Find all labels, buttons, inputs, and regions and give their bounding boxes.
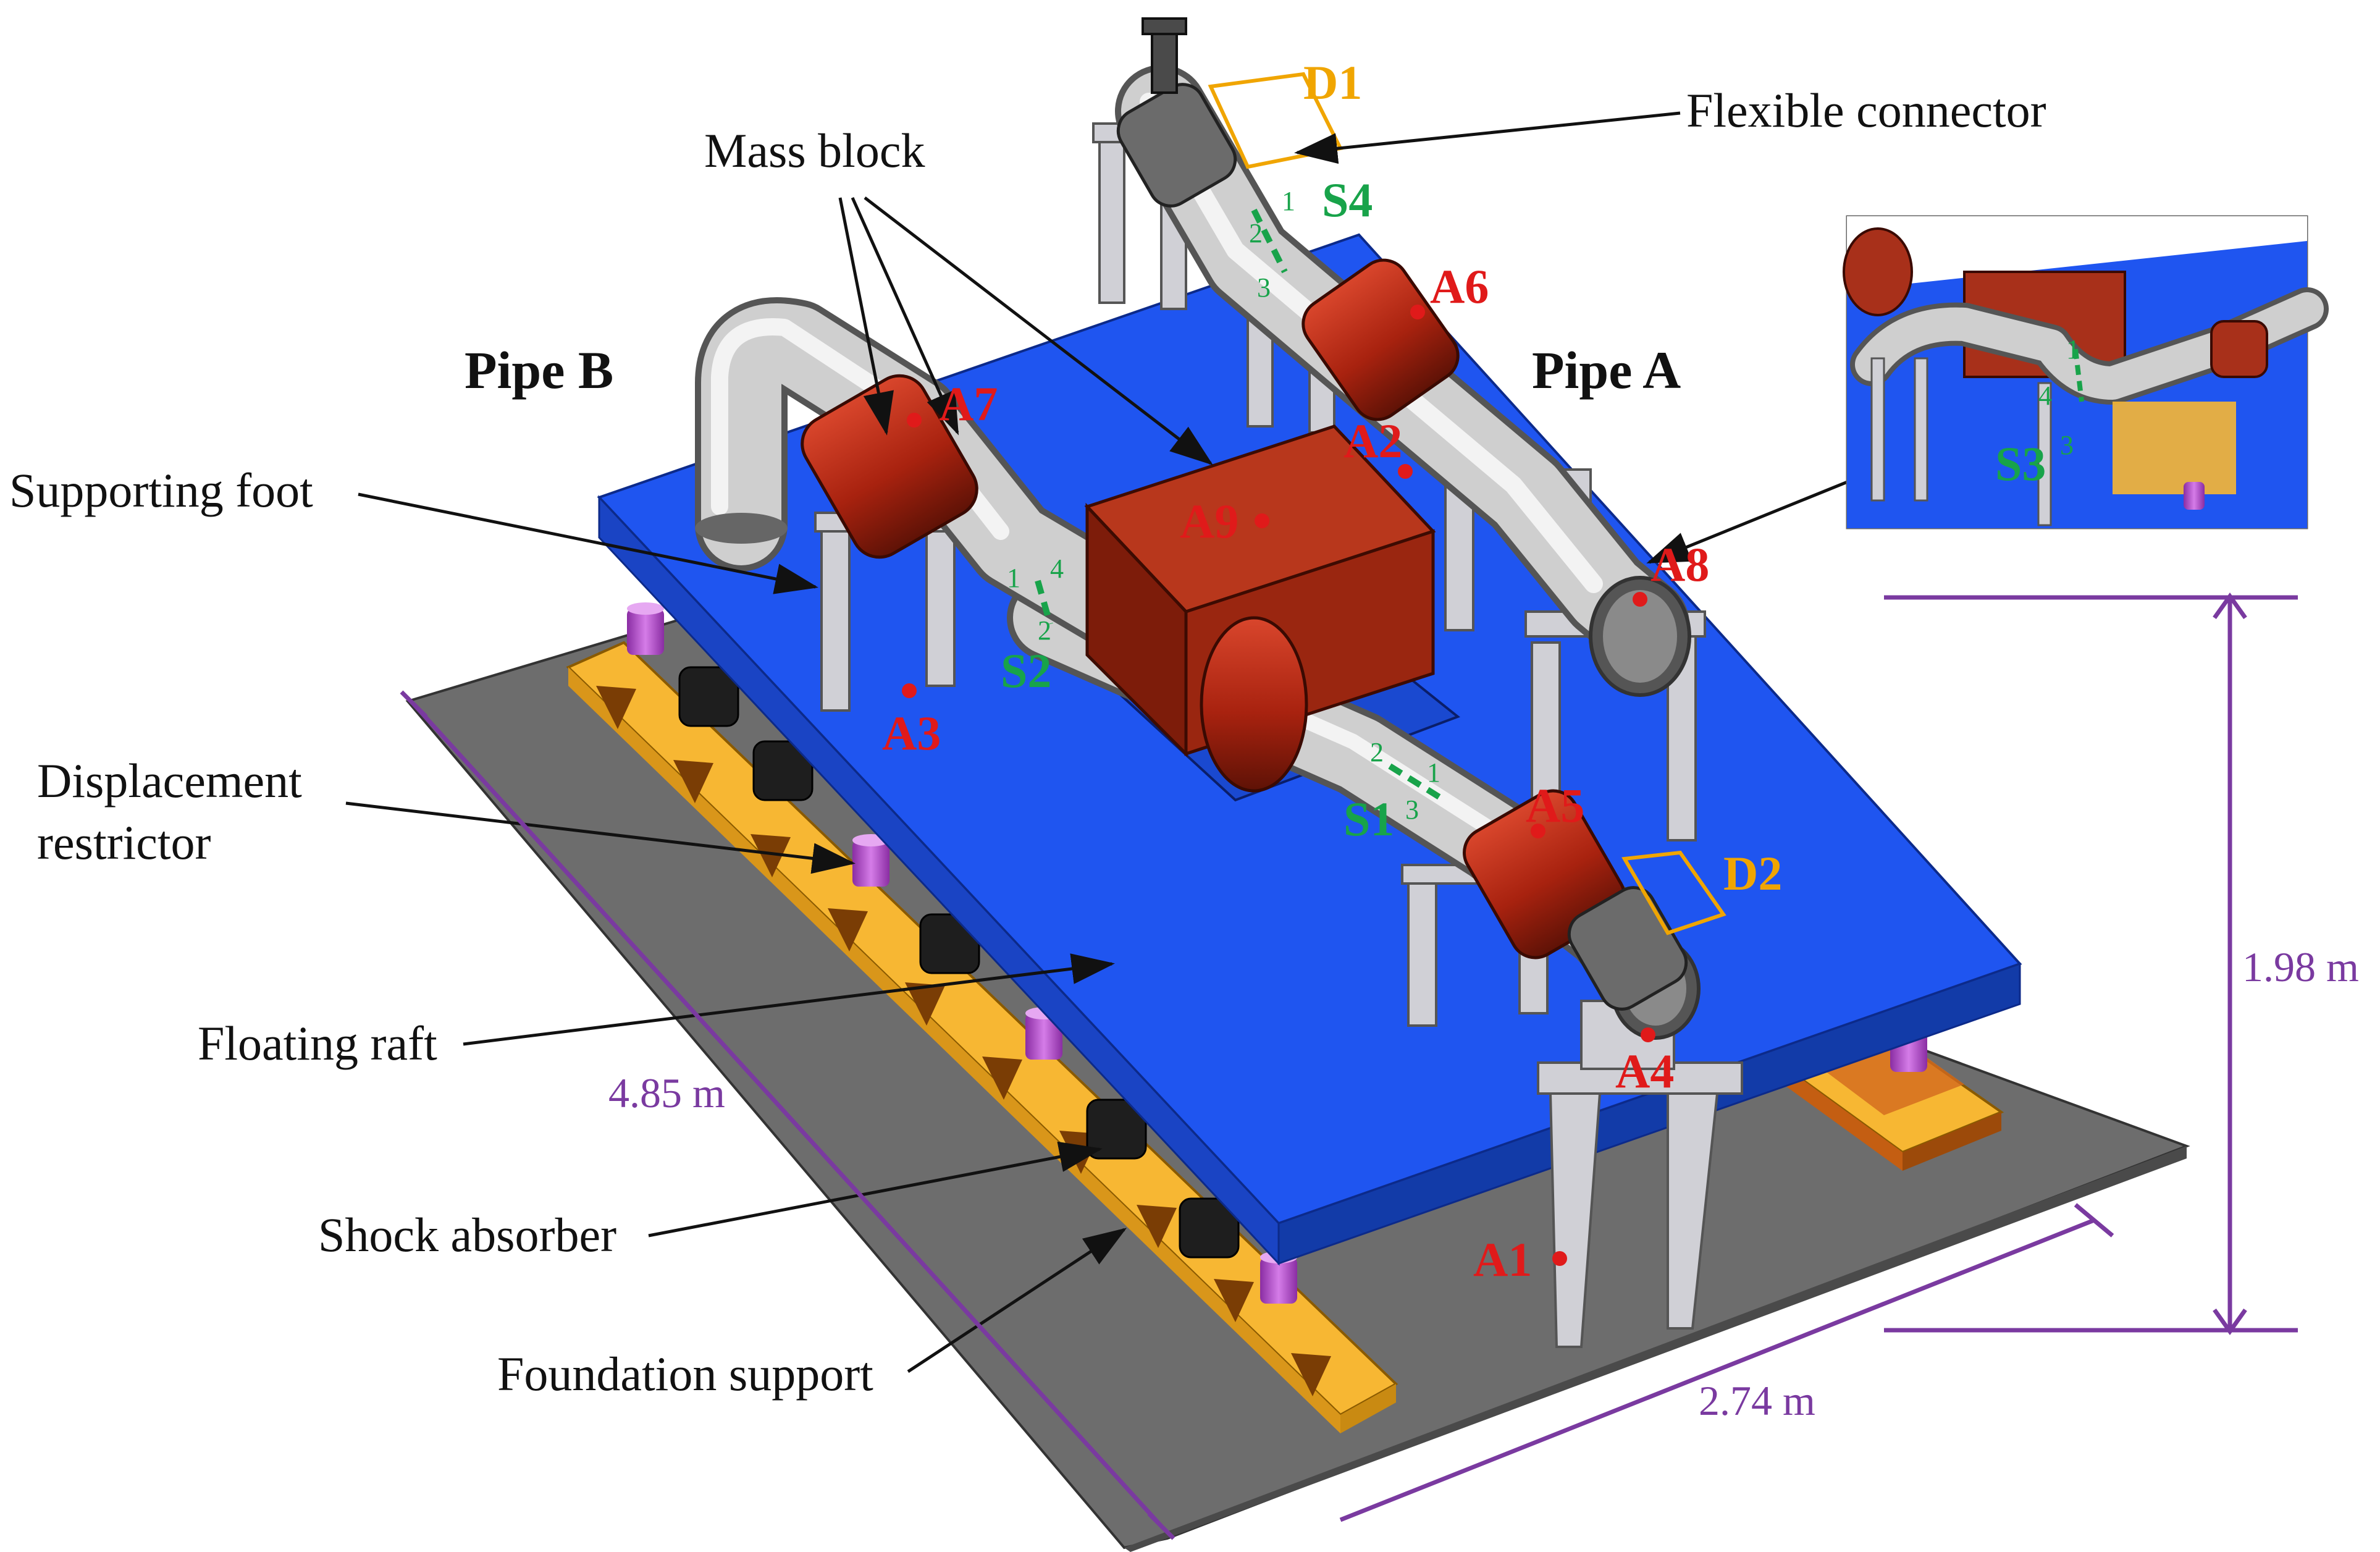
strain-gauge-numbers: 1 2 3 1 2 4 1 2 3 1 3 4: [1007, 186, 2080, 825]
a8-dot: [1633, 592, 1647, 607]
floating-raft-label: Floating raft: [198, 1016, 437, 1070]
s1-gauge-1: 1: [1427, 757, 1440, 788]
displacement-restrictor-label-1: Displacement: [37, 754, 302, 808]
mass-block-leader-1: [838, 197, 894, 436]
s2-gauge-4: 4: [1050, 554, 1064, 584]
supporting-foot-leader: [358, 492, 818, 594]
s1-gauge-2: 2: [1370, 737, 1384, 767]
a9-label: A9: [1180, 494, 1238, 548]
inset-leader: [1646, 468, 1878, 564]
pipe-labels: Pipe A Pipe B: [465, 340, 1681, 400]
foundation-support-label: Foundation support: [497, 1347, 873, 1401]
s4-label: S4: [1322, 173, 1373, 227]
length-label: 4.85 m: [608, 1069, 725, 1116]
a2-label: A2: [1343, 414, 1402, 468]
connector-mid: [1200, 616, 1308, 793]
s3-gauge-4: 4: [2038, 381, 2052, 411]
inset-detail-s3: [1843, 215, 2329, 529]
mass-block-leader-3: [864, 196, 1213, 466]
connector-d2: [1567, 886, 1688, 1011]
a4-dot: [1641, 1027, 1655, 1042]
displacement-restrictor-leader: [345, 801, 856, 874]
connector-a6: [1301, 258, 1460, 421]
restrictor-1: [627, 602, 664, 655]
accelerometer-labels: A1 A2 A3 A4 A5 A6 A7 A8 A9: [882, 259, 1709, 1286]
ground-plate-edge: [1124, 1146, 2187, 1552]
s4-gauge-2: 2: [1249, 218, 1263, 248]
a1-dot: [1552, 1251, 1567, 1266]
flexible-connector-leader: [1294, 111, 1681, 164]
width-label: 2.74 m: [1699, 1377, 1815, 1424]
height-label: 1.98 m: [2242, 943, 2359, 990]
floating-raft-leader: [463, 953, 1115, 1046]
flexible-connector-label: Flexible connector: [1686, 83, 2046, 137]
s4-gauge-3: 3: [1257, 272, 1271, 303]
d2-label: D2: [1723, 846, 1782, 900]
a5-label: A5: [1526, 778, 1584, 832]
displacement-restrictor-label-2: restrictor: [37, 816, 211, 869]
supporting-foot-label: Supporting foot: [9, 463, 313, 517]
mass-block-leader-2: [851, 196, 959, 436]
pipe-a-label: Pipe A: [1532, 340, 1681, 400]
a3-label: A3: [882, 706, 941, 760]
dimension-labels: 4.85 m 2.74 m 1.98 m: [608, 943, 2359, 1424]
width-dimension-line: [1339, 1218, 2095, 1522]
strain-gauges: [1035, 208, 1441, 800]
d1-label: D1: [1303, 56, 1362, 109]
a3-dot: [902, 683, 917, 698]
accelerometer-dots: [902, 305, 1655, 1266]
valve-top: [1142, 17, 1187, 94]
pipe-b: [695, 297, 1195, 670]
shock-absorber-label: Shock absorber: [318, 1208, 616, 1262]
a5-dot: [1531, 824, 1545, 838]
foundation-support-leader: [907, 1228, 1127, 1373]
a2-dot: [1398, 464, 1413, 479]
pipe-b-label: Pipe B: [465, 340, 613, 400]
a7-label: A7: [939, 377, 998, 431]
s3-gauge-3: 3: [2060, 430, 2074, 460]
s1-label: S1: [1343, 792, 1394, 846]
a9-dot: [1255, 513, 1269, 528]
dimension-lines: [400, 592, 2298, 1540]
a1-label: A1: [1473, 1233, 1532, 1286]
a8-label: A8: [1650, 538, 1709, 591]
connector-d1: [1116, 83, 1237, 208]
restrictor-2: [852, 834, 889, 887]
s3-gauge-1: 1: [2066, 334, 2080, 365]
s1-gauge-3: 3: [1405, 795, 1419, 825]
s4-gauge-1: 1: [1282, 186, 1295, 216]
a7-dot: [907, 413, 922, 428]
mass-block-label: Mass block: [704, 124, 925, 177]
strain-gauge-labels: S1 S2 S3 S4: [1001, 173, 2046, 846]
a6-dot: [1410, 305, 1425, 319]
shock-absorber-leader: [648, 1141, 1103, 1238]
a4-label: A4: [1615, 1044, 1674, 1098]
a6-label: A6: [1430, 259, 1489, 313]
s2-label: S2: [1001, 644, 1051, 698]
raft-side-front: [1277, 962, 2021, 1265]
leader-lines: [345, 111, 1878, 1373]
s2-gauge-2: 2: [1038, 615, 1051, 646]
s2-gauge-1: 1: [1007, 563, 1020, 593]
length-dimension-line: [412, 702, 1163, 1528]
s3-label: S3: [1995, 437, 2046, 491]
displacement-sensor-labels: D1 D2: [1303, 56, 1782, 900]
callout-labels: Flexible connector Mass block Supporting…: [9, 83, 2046, 1401]
